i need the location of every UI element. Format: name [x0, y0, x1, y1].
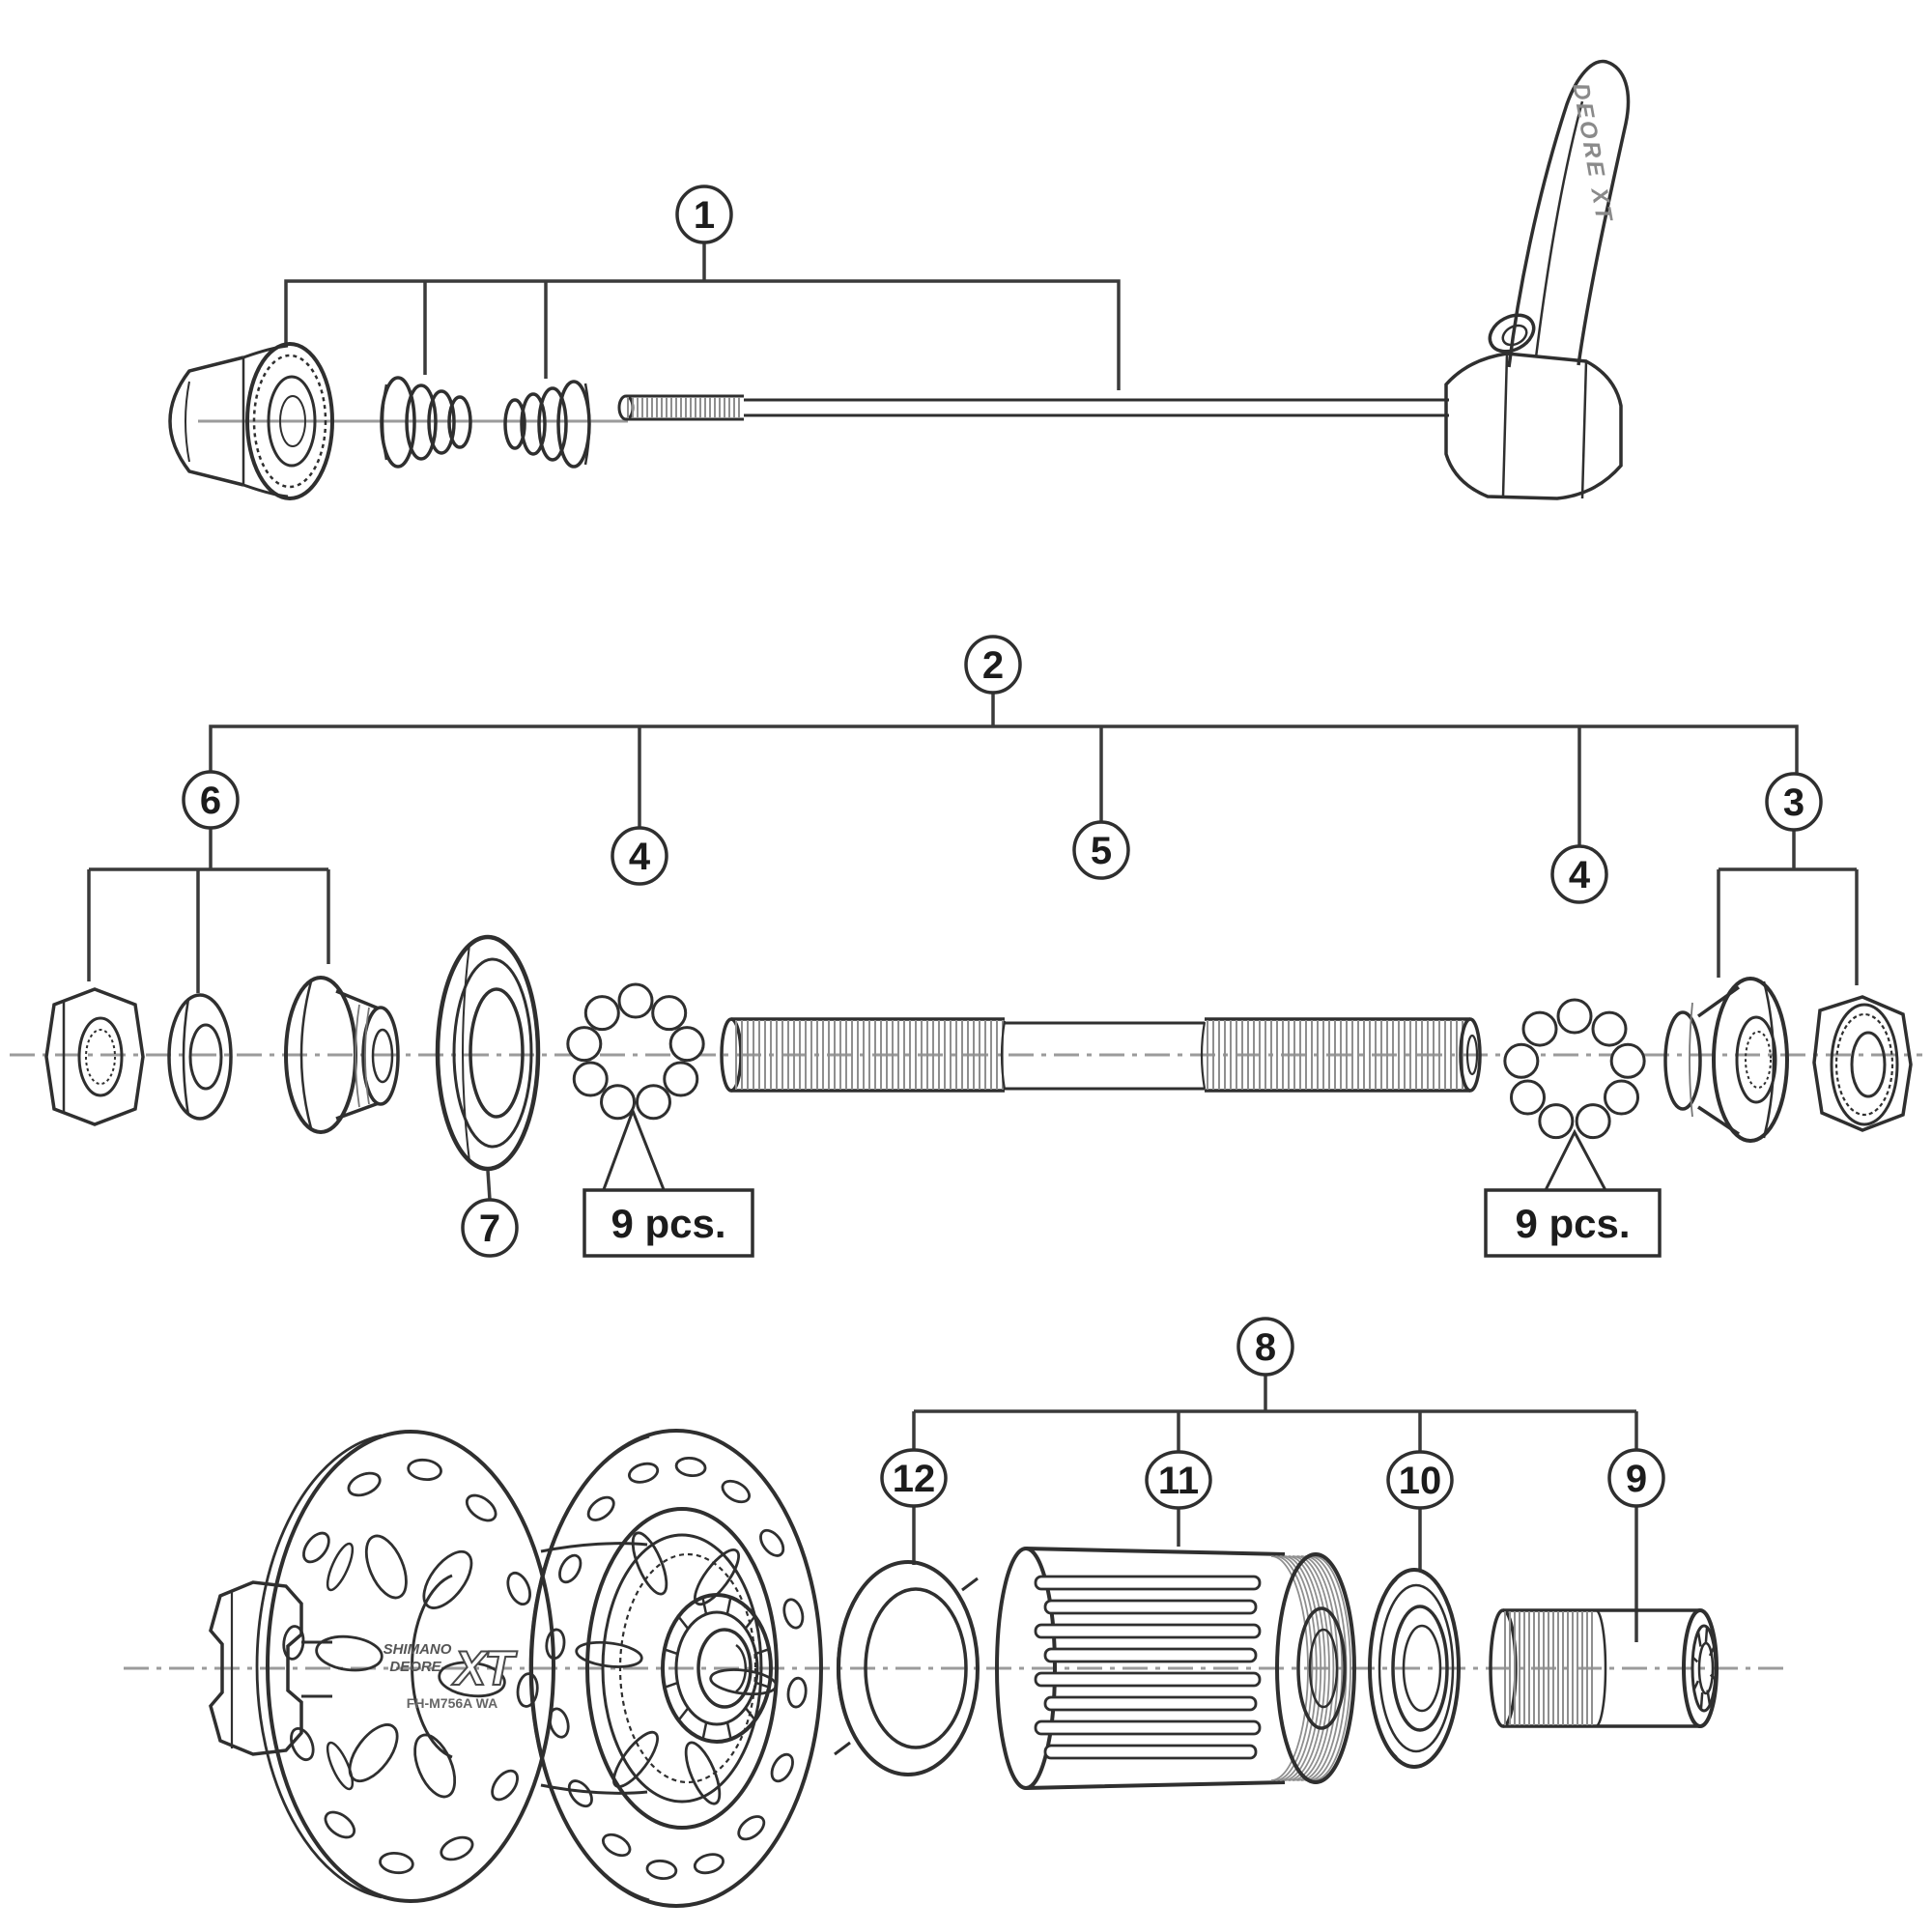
callout-label-6: 6 [200, 780, 221, 822]
rotor-cutouts [315, 1534, 506, 1799]
boss-spline-ticks [664, 1597, 770, 1740]
snap-ring [834, 1560, 980, 1776]
bracket-1 [284, 242, 1121, 390]
qr-spring-right [503, 380, 591, 469]
leader-7 [486, 1170, 492, 1201]
hub-barrel: SHIMANO DEORE XT FH-M756A WA [384, 1542, 648, 1795]
note-9pcs-right: 9 pcs. [1484, 1128, 1662, 1258]
callout-label-2: 2 [982, 644, 1004, 687]
hub-logo-mark: XT [451, 1641, 518, 1695]
callout-8: 8 [1236, 1317, 1294, 1377]
note-text: 9 pcs. [1515, 1201, 1630, 1246]
spoke-slots [575, 1531, 778, 1805]
callout-label-3: 3 [1783, 781, 1804, 824]
hub-axle [720, 1017, 1482, 1093]
callout-label-10: 10 [1399, 1460, 1442, 1502]
ball-retainer-right [1503, 998, 1646, 1140]
knurl-ring [1834, 1012, 1894, 1117]
freehub-splines [1034, 1575, 1262, 1760]
callout-label-12: 12 [893, 1458, 936, 1500]
callout-12: 12 [880, 1448, 948, 1508]
bracket-2 [209, 693, 1799, 847]
spoke-flange [528, 1429, 823, 1908]
callout-6: 6 [182, 770, 240, 830]
hub-logo-model: FH-M756A WA [407, 1695, 497, 1711]
callout-label-1: 1 [694, 194, 715, 237]
qr-adjusting-nut [168, 342, 334, 500]
bracket-3 [1717, 829, 1859, 985]
spoke-rim-holes [545, 1456, 808, 1881]
hub-logo-line2: DEORE [389, 1659, 441, 1675]
callout-label-7: 7 [479, 1208, 500, 1250]
callout-4: 4 [611, 826, 668, 886]
callout-label-5: 5 [1091, 830, 1112, 872]
quick-release-assembly: DEORE XT [168, 59, 1631, 500]
bracket-8 [912, 1374, 1638, 1452]
qr-lever: DEORE XT [1444, 59, 1631, 500]
right-locknut [1812, 995, 1913, 1132]
qr-skewer-rod [617, 394, 1449, 421]
seal-ring [1368, 1568, 1461, 1769]
callout-label-4: 4 [1569, 854, 1591, 896]
note-9pcs-left: 9 pcs. [582, 1106, 754, 1258]
hub-logo-line1: SHIMANO [384, 1641, 452, 1658]
callout-3: 3 [1765, 772, 1823, 832]
callout-4: 4 [1550, 844, 1608, 904]
callout-5: 5 [1072, 820, 1130, 880]
fixing-bolt [1489, 1608, 1719, 1728]
callout-brackets [87, 242, 1859, 1642]
bolt-threads [1504, 1611, 1593, 1725]
callout-1: 1 [675, 185, 733, 244]
ball-retainer-left [566, 982, 705, 1121]
callout-9: 9 [1607, 1448, 1665, 1508]
bracket-6 [87, 827, 330, 993]
callout-label-11: 11 [1158, 1460, 1199, 1502]
freehub-body [995, 1547, 1356, 1790]
callout-label-8: 8 [1255, 1326, 1276, 1369]
knurl-ring [252, 354, 327, 489]
callout-10: 10 [1386, 1450, 1454, 1510]
qr-spring-left [380, 376, 472, 469]
callout-7: 7 [461, 1198, 519, 1258]
rotor-flange [255, 1430, 555, 1903]
left-washer [167, 993, 233, 1121]
axle-end-cap [209, 1580, 332, 1756]
right-cone [1663, 977, 1789, 1143]
dust-cap [435, 934, 541, 1172]
callout-11: 11 [1145, 1450, 1212, 1510]
left-locknut [44, 987, 145, 1126]
left-cone [284, 976, 400, 1134]
note-text: 9 pcs. [611, 1201, 725, 1246]
quantity-notes: 9 pcs. 9 pcs. [582, 1106, 1662, 1258]
axle-assembly [44, 934, 1913, 1172]
axle-threads-right [1207, 1020, 1463, 1090]
callout-label-9: 9 [1626, 1458, 1647, 1500]
callout-label-4: 4 [629, 836, 651, 878]
lever-engraving: DEORE XT [1567, 81, 1617, 225]
skewer-threads [627, 397, 740, 418]
spline-boss [661, 1593, 773, 1744]
callout-2: 2 [964, 635, 1022, 695]
hub-and-freehub: SHIMANO DEORE XT FH-M756A WA [209, 1429, 1719, 1908]
axle-threads-left [735, 1020, 1004, 1090]
